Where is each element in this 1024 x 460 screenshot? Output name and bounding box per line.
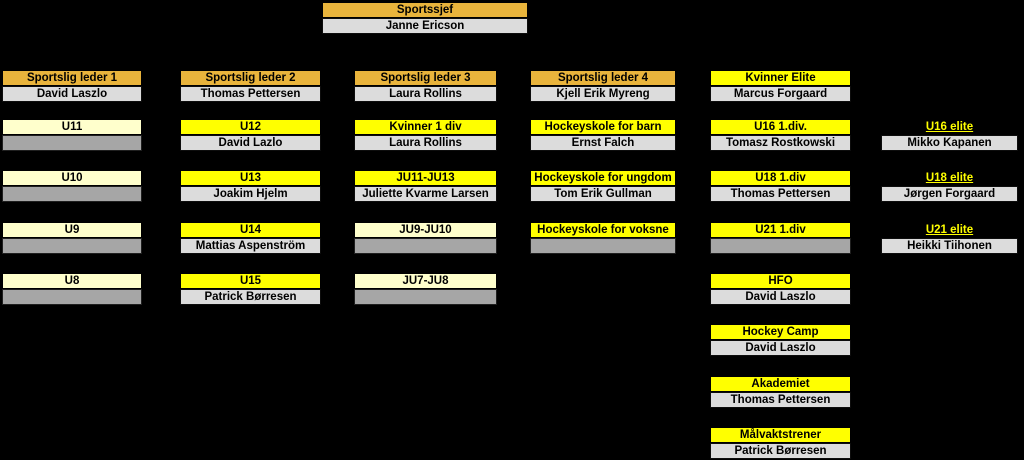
- sportssjef-person: Janne Ericson: [322, 18, 528, 34]
- hockeyskole-for-barn-title: Hockeyskole for barn: [530, 119, 676, 135]
- hockeyskole-for-voksne-empty-slot: [530, 238, 676, 254]
- u16-1-div-person: Tomasz Rostkowski: [710, 135, 851, 151]
- hfo-title: HFO: [710, 273, 851, 289]
- u13-title: U13: [180, 170, 321, 186]
- u11-title: U11: [2, 119, 142, 135]
- u16-elite-title: U16 elite: [925, 121, 974, 133]
- hfo-person: David Laszlo: [710, 289, 851, 305]
- sportslig-leder-2-person: Thomas Pettersen: [180, 86, 321, 102]
- u15-title: U15: [180, 273, 321, 289]
- akademiet-title: Akademiet: [710, 376, 851, 392]
- ju9-ju10-title: JU9-JU10: [354, 222, 497, 238]
- hockeyskole-for-ungdom-person: Tom Erik Gullman: [530, 186, 676, 202]
- ju11-ju13-title: JU11-JU13: [354, 170, 497, 186]
- kvinner-1-div-person: Laura Rollins: [354, 135, 497, 151]
- hockeyskole-for-ungdom-title: Hockeyskole for ungdom: [530, 170, 676, 186]
- sportslig-leder-2-title: Sportslig leder 2: [180, 70, 321, 86]
- kvinner-elite-title: Kvinner Elite: [710, 70, 851, 86]
- hockeyskole-for-voksne-title: Hockeyskole for voksne: [530, 222, 676, 238]
- u18-elite-title: U18 elite: [925, 172, 974, 184]
- akademiet-person: Thomas Pettersen: [710, 392, 851, 408]
- u8-empty-slot: [2, 289, 142, 305]
- sportslig-leder-4-person: Kjell Erik Myreng: [530, 86, 676, 102]
- kvinner-elite-person: Marcus Forgaard: [710, 86, 851, 102]
- ju9-ju10-empty-slot: [354, 238, 497, 254]
- u13-person: Joakim Hjelm: [180, 186, 321, 202]
- ju7-ju8-empty-slot: [354, 289, 497, 305]
- u18-1-div-person: Thomas Pettersen: [710, 186, 851, 202]
- u15-person: Patrick Børresen: [180, 289, 321, 305]
- sportslig-leder-3-person: Laura Rollins: [354, 86, 497, 102]
- u18-1-div-title: U18 1.div: [710, 170, 851, 186]
- u9-empty-slot: [2, 238, 142, 254]
- u21-1-div-empty-slot: [710, 238, 851, 254]
- sportssjef-title: Sportssjef: [322, 2, 528, 18]
- u10-title: U10: [2, 170, 142, 186]
- u9-title: U9: [2, 222, 142, 238]
- u11-empty-slot: [2, 135, 142, 151]
- ju11-ju13-person: Juliette Kvarme Larsen: [354, 186, 497, 202]
- u21-1-div-title: U21 1.div: [710, 222, 851, 238]
- u21-elite-person: Heikki Tiihonen: [881, 238, 1018, 254]
- hockeyskole-for-barn-person: Ernst Falch: [530, 135, 676, 151]
- sportslig-leder-3-title: Sportslig leder 3: [354, 70, 497, 86]
- u21-elite-title: U21 elite: [925, 224, 974, 236]
- u16-1-div-title: U16 1.div.: [710, 119, 851, 135]
- u14-title: U14: [180, 222, 321, 238]
- hockey-camp-person: David Laszlo: [710, 340, 851, 356]
- kvinner-1-div-title: Kvinner 1 div: [354, 119, 497, 135]
- u14-person: Mattias Aspenström: [180, 238, 321, 254]
- sportslig-leder-4-title: Sportslig leder 4: [530, 70, 676, 86]
- malvaktstrener-person: Patrick Børresen: [710, 443, 851, 459]
- u10-empty-slot: [2, 186, 142, 202]
- u18-elite-person: Jørgen Forgaard: [881, 186, 1018, 202]
- hockey-camp-title: Hockey Camp: [710, 324, 851, 340]
- u12-person: David Lazlo: [180, 135, 321, 151]
- u16-elite-person: Mikko Kapanen: [881, 135, 1018, 151]
- sportslig-leder-1-title: Sportslig leder 1: [2, 70, 142, 86]
- u12-title: U12: [180, 119, 321, 135]
- ju7-ju8-title: JU7-JU8: [354, 273, 497, 289]
- sportslig-leder-1-person: David Laszlo: [2, 86, 142, 102]
- malvaktstrener-title: Målvaktstrener: [710, 427, 851, 443]
- u8-title: U8: [2, 273, 142, 289]
